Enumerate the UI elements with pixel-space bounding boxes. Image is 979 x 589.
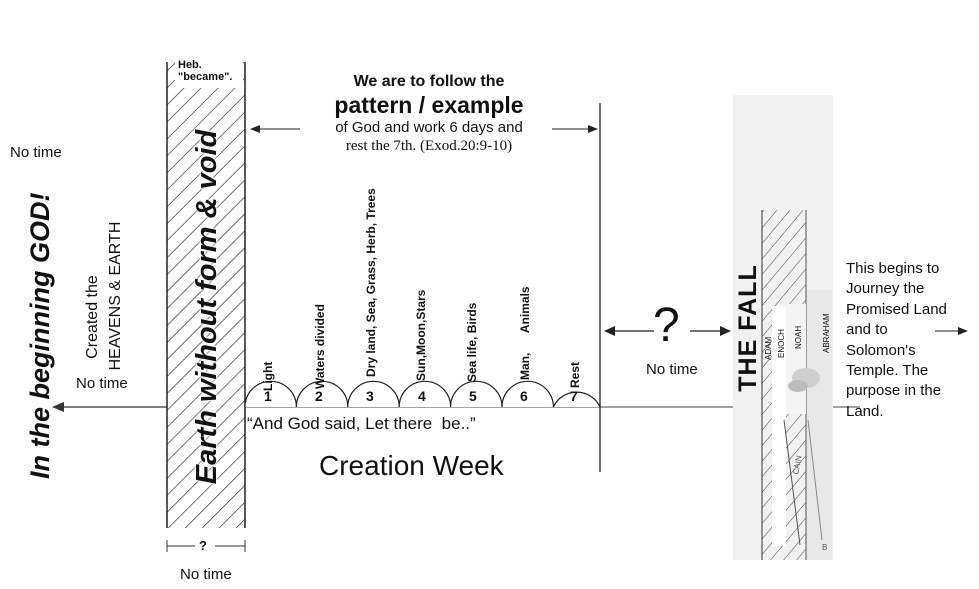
question-no-time: No time — [646, 361, 698, 378]
day-number-1: 1 — [264, 388, 272, 404]
day-arcs — [244, 380, 601, 408]
fall-name-enoch: ENOCH — [777, 329, 786, 358]
timeline-arrow-left — [52, 402, 64, 412]
gap-span-label: ? — [199, 538, 207, 553]
day-number-6: 6 — [520, 388, 528, 404]
right-text-line: and to — [846, 321, 888, 339]
day-number-3: 3 — [366, 388, 374, 404]
fall-descent-line — [783, 419, 801, 546]
day-label-3: Dry land, Sea, Grass, Herb, Trees — [364, 188, 378, 377]
created-line-2: HEAVENS & EARTH — [107, 221, 124, 371]
god-said-quote: “And God said, Let there be..” — [247, 414, 476, 433]
day-arc-2 — [295, 380, 349, 408]
gap-column — [167, 62, 245, 528]
right-text-line: Land. — [846, 402, 884, 420]
left-no-time-mid: No time — [76, 375, 128, 392]
heb-line-1: Heb. — [178, 59, 202, 71]
day-label-5: Sea life, Birds — [465, 302, 479, 382]
header-line-3: of God and work 6 days and — [335, 119, 523, 136]
heb-line-2: "became". — [178, 71, 233, 83]
day-number-4: 4 — [418, 388, 426, 404]
fall-white-strip — [772, 306, 786, 546]
created-line-1: Created the — [84, 275, 101, 359]
left-title-vertical: In the beginning GOD! — [25, 192, 55, 479]
header-line-4: rest the 7th. (Exod.20:9-10) — [345, 138, 513, 154]
day-arc-5 — [450, 380, 503, 408]
right-text-block: This begins to Journey the Promised Land… — [846, 259, 947, 422]
creation-week-label: Creation Week — [319, 450, 504, 481]
fall-name-adam: ADAM — [764, 336, 773, 360]
the-fall-title: THE FALL — [734, 264, 762, 392]
day-number-5: 5 — [469, 388, 477, 404]
question-mark: ? — [653, 299, 680, 352]
fall-name-abraham: ABRAHAM — [822, 313, 831, 353]
day-number-7: 7 — [570, 388, 578, 404]
day-arc-6 — [501, 380, 554, 408]
day-label-7: Rest — [568, 361, 582, 388]
header-block: We are to follow the pattern / example o… — [300, 72, 558, 156]
left-no-time-top: No time — [10, 144, 62, 161]
day-number-2: 2 — [315, 388, 323, 404]
day-arc-1 — [244, 380, 297, 408]
right-text-line: Temple. The — [846, 362, 929, 380]
fall-name-noah: NOAH — [794, 325, 803, 349]
right-text-line: Promised Land — [846, 300, 947, 318]
day-arc-3 — [347, 380, 400, 408]
right-text-line: Journey the — [846, 280, 925, 298]
day-label-2: Waters divided — [313, 304, 327, 389]
day-label-6: Man, Animals — [518, 286, 532, 380]
right-text-line: purpose in the — [846, 382, 942, 400]
header-line-2: pattern / example — [334, 92, 524, 118]
right-text-line: This begins to — [846, 260, 940, 277]
earth-without-form-vertical: Earth without form & void — [191, 129, 223, 485]
fall-b-label: B — [822, 543, 828, 552]
header-line-1: We are to follow the — [353, 73, 505, 90]
day-arc-7 — [552, 391, 601, 408]
day-label-1: Light — [261, 361, 275, 391]
gap-no-time-bottom: No time — [180, 566, 232, 583]
day-label-4: Sun,Moon,Stars — [414, 289, 428, 381]
right-text-line: Solomon's — [846, 341, 916, 359]
day-arc-4 — [398, 380, 452, 408]
